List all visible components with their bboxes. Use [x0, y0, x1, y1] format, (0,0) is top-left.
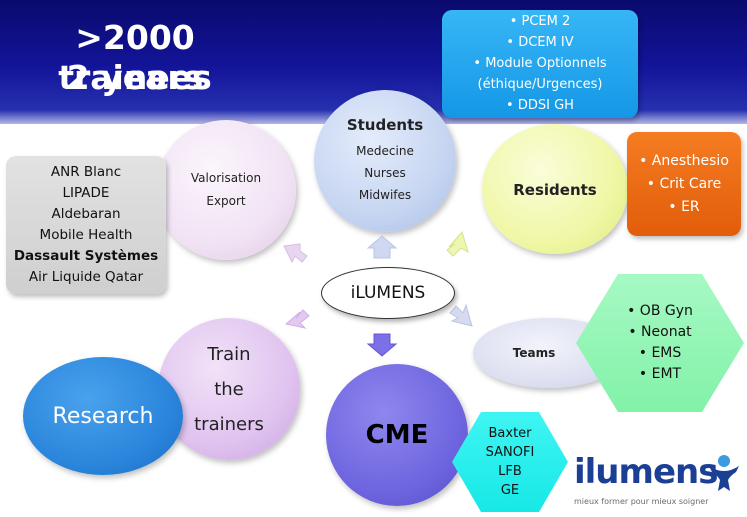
cme-circle: CME: [326, 364, 468, 506]
valorisation-item: Valorisation: [190, 171, 262, 185]
cme-title: CME: [365, 420, 429, 450]
person-icon: [709, 455, 739, 491]
teams-hexagon: • OB Gyn • Neonat • EMS • EMT: [576, 274, 744, 412]
sponsor-sanofi: SANOFI: [485, 445, 535, 460]
team-obgyn: • OB Gyn: [627, 303, 693, 319]
headline-line-2: 2 years: [66, 58, 204, 97]
logo-tagline: mieux former pour mieux soigner: [574, 497, 709, 506]
specialty-er: • ER: [668, 198, 700, 215]
center-label: iLUMENS: [350, 283, 426, 303]
arrow-up-left-valorisation: [283, 243, 308, 264]
partner-dassault: Dassault Systèmes: [13, 248, 159, 264]
arrow-down-cme: [366, 333, 398, 357]
train-line-2: the: [214, 378, 244, 400]
students-title: Students: [346, 116, 424, 134]
logo-wordmark: ilumens: [574, 452, 718, 492]
headline-line-1: >2000 trainees: [58, 18, 212, 97]
program-pcem: • PCEM 2: [509, 14, 571, 29]
team-emt: • EMT: [638, 366, 682, 382]
export-item: Export: [206, 194, 246, 208]
program-ddsi: • DDSI GH: [506, 98, 574, 113]
train-line-1: Train: [207, 343, 251, 365]
specialty-anesthesio: • Anesthesio: [639, 152, 729, 169]
sponsor-lfb: LFB: [498, 464, 522, 479]
programs-box: • PCEM 2 • DCEM IV • Module Optionnels (…: [442, 10, 638, 118]
program-module: • Module Optionnels: [473, 56, 607, 71]
specialties-box: • Anesthesio • Crit Care • ER: [627, 132, 741, 236]
train-circle: Train the trainers: [158, 318, 300, 460]
specialty-crit-care: • Crit Care: [646, 175, 722, 192]
teams-title: Teams: [512, 346, 556, 360]
residents-circle: Residents: [482, 124, 628, 254]
research-ellipse: Research: [23, 357, 183, 475]
arrow-up-students: [366, 235, 398, 259]
arrow-up-right-residents: [446, 230, 469, 257]
arrow-down-right-teams: [449, 303, 473, 327]
valorisation-circle: Valorisation Export: [156, 120, 296, 260]
center-node: iLUMENS: [321, 267, 455, 319]
residents-title: Residents: [513, 181, 597, 199]
partner-lipade: LIPADE: [62, 185, 110, 201]
ilumens-logo: ilumens mieux former pour mieux soigner: [574, 452, 742, 512]
partner-air-liquide: Air Liquide Qatar: [28, 269, 144, 285]
program-module-detail: (éthique/Urgences): [477, 77, 603, 92]
students-item-nurses: Nurses: [364, 166, 406, 180]
program-dcem: • DCEM IV: [506, 35, 574, 50]
sponsor-baxter: Baxter: [488, 426, 532, 441]
research-label: Research: [52, 403, 154, 429]
partner-anr: ANR Blanc: [50, 164, 122, 180]
arrow-down-left-train: [284, 309, 310, 329]
partners-box: ANR Blanc LIPADE Aldebaran Mobile Health…: [6, 156, 166, 294]
sponsor-ge: GE: [500, 483, 520, 498]
team-ems: • EMS: [638, 345, 682, 361]
students-circle: Students Medecine Nurses Midwifes: [314, 90, 456, 232]
partner-mobile-health: Mobile Health: [39, 227, 133, 243]
partner-aldebaran: Aldebaran: [51, 206, 121, 222]
train-line-3: trainers: [194, 413, 264, 435]
students-item-medecine: Medecine: [356, 144, 414, 158]
team-neonat: • Neonat: [628, 324, 692, 340]
students-item-midwifes: Midwifes: [358, 188, 412, 202]
